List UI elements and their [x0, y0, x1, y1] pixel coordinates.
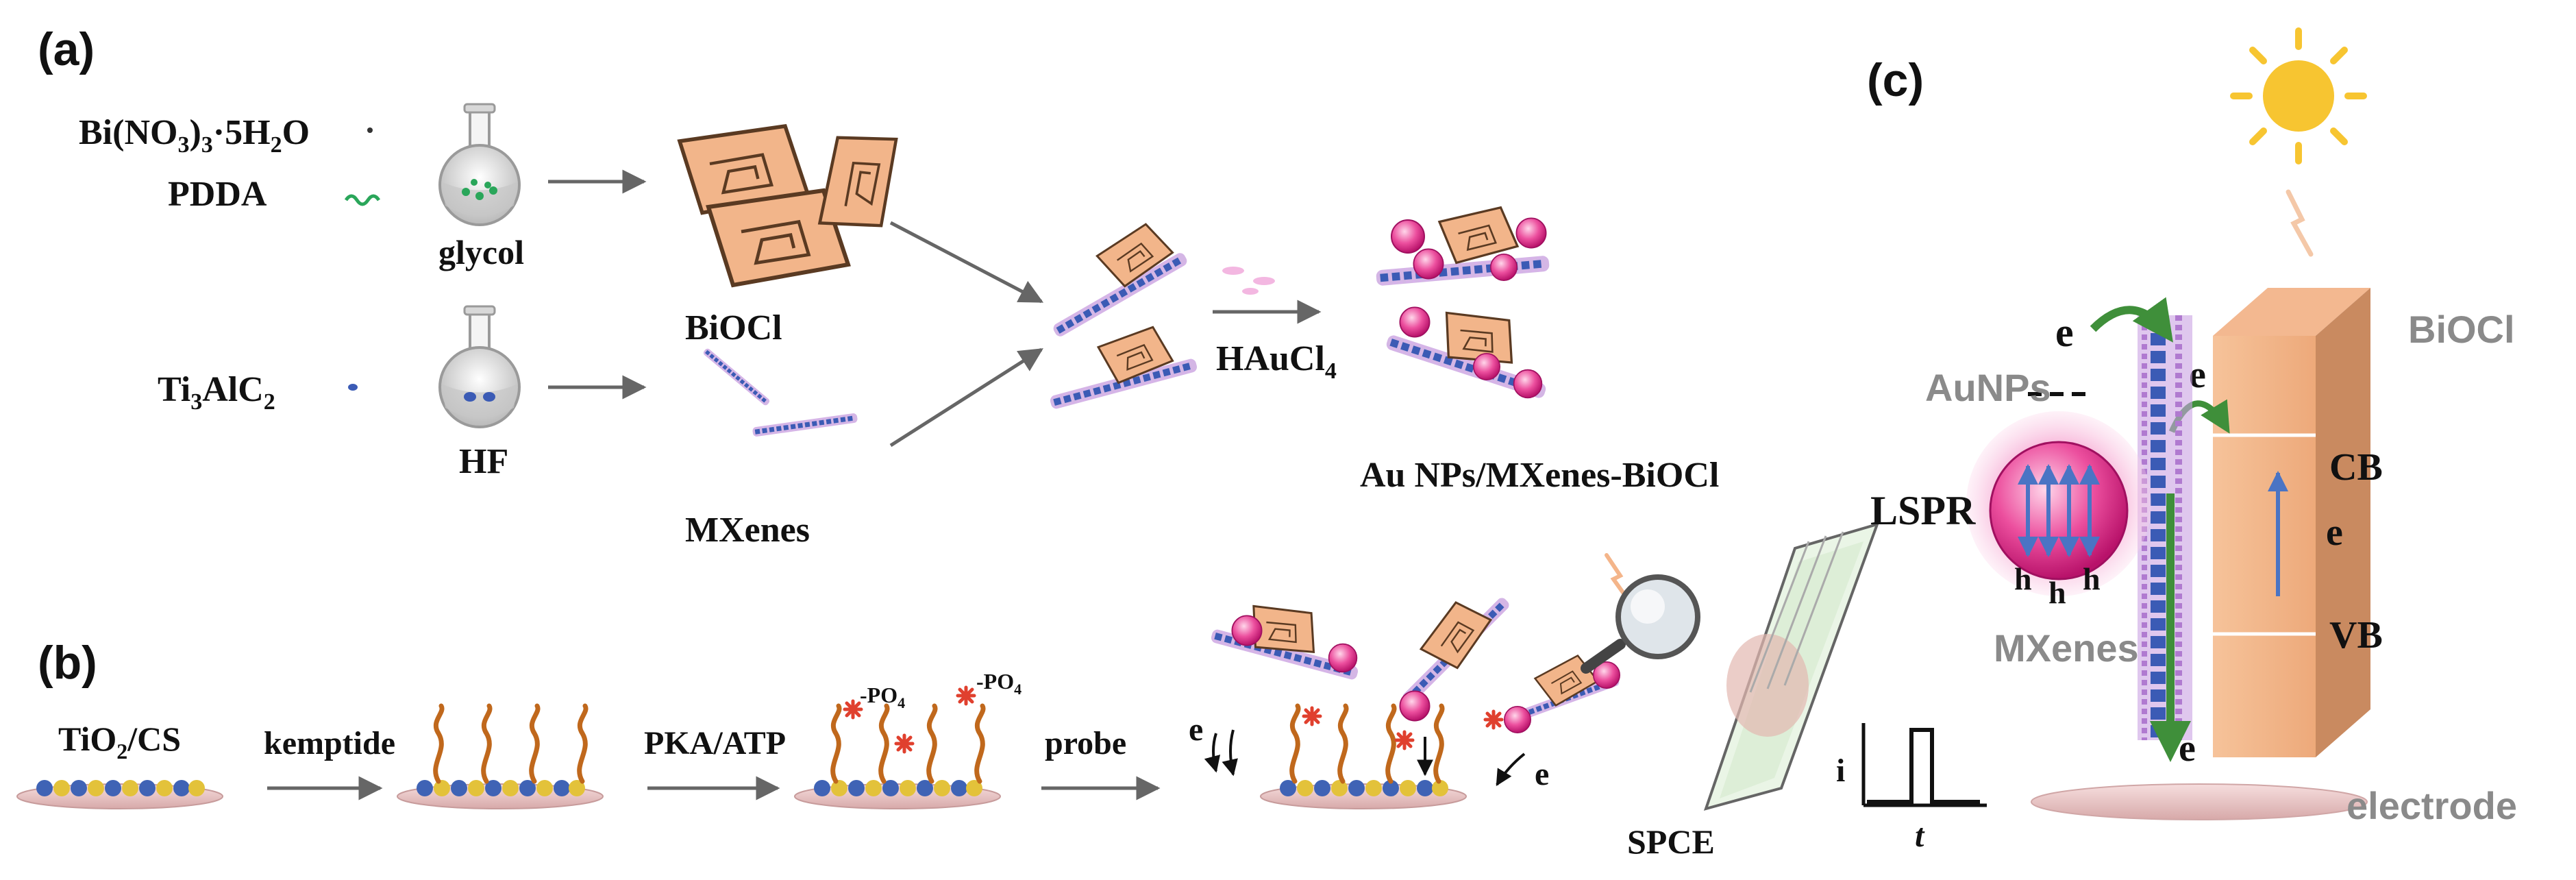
cb-label: CB: [2329, 446, 2383, 489]
spce-electrode-icon: [1703, 522, 1880, 811]
electrode-plate: [2031, 783, 2368, 820]
panel-label-a: (a): [38, 23, 95, 75]
step-kemptide-label: kemptide: [264, 725, 395, 761]
phosphate-label-1: -PO4: [860, 683, 905, 711]
phosphate-label-2: -PO4: [976, 669, 1021, 698]
sun-icon: [2230, 27, 2367, 164]
mxene-biocl-composite-icon: [1049, 218, 1198, 411]
biocl-band-box: [2213, 288, 2370, 757]
hole-label-1: h: [2014, 561, 2032, 596]
arrow-converge-top: [889, 221, 1044, 304]
reagent-pdda-label: PDDA: [168, 175, 267, 214]
electron-label-b2: e: [1535, 756, 1549, 792]
panel-label-c: (c): [1867, 54, 1924, 106]
product-mxenes-label: MXenes: [685, 511, 810, 550]
flask-hf-icon: [438, 305, 521, 428]
current-axis-label: i: [1836, 753, 1845, 789]
time-axis-label: t: [1915, 818, 1925, 854]
solvent-hf-label: HF: [459, 442, 508, 481]
electron-arrow-top: [2090, 297, 2173, 343]
lspr-label: LSPR: [1870, 488, 1976, 533]
panel-b: TiO2/CS kemptide PKA/ATP -PO4: [16, 522, 1987, 861]
spce-label: SPCE: [1627, 822, 1715, 861]
final-product-label: Au NPs/MXenes-BiOCl: [1360, 456, 1719, 495]
arrow-converge-bottom: [889, 347, 1043, 448]
step-probe-label: probe: [1045, 725, 1126, 761]
substrate-label: TiO2/CS: [58, 720, 181, 763]
electron-arrow-b2: [1222, 729, 1238, 777]
light-bolt-b-icon: [1605, 553, 1633, 605]
panel-a: Bi(NO3)3·5H2O PDDA glycol BiOCl Ti3AlC2: [79, 103, 1719, 550]
mxenes-icon: [702, 347, 858, 437]
electron-arrow-b1: [1204, 733, 1221, 773]
flask-glycol-icon: [438, 103, 521, 226]
current-pulse-plot: [1861, 723, 1987, 807]
magnifier-icon: [1581, 574, 1700, 674]
mxenes-label: MXenes: [1994, 626, 2139, 670]
electron-arrow-b4: [1496, 753, 1526, 787]
electron-label-top: e: [2055, 310, 2074, 355]
bi-dot-icon: [367, 127, 373, 133]
panel-label-b: (b): [38, 637, 97, 689]
pdda-squiggle-icon: [344, 194, 381, 206]
electron-label-bottom: e: [2179, 727, 2196, 770]
aunps-label: AuNPs: [1925, 366, 2051, 409]
electron-label-cb: e: [2326, 511, 2343, 554]
probe-plate-4: [1210, 594, 1620, 809]
light-bolt-c-icon: [2286, 189, 2314, 257]
hole-label-2: h: [2048, 575, 2066, 610]
gold-nanoparticle: [1966, 392, 2151, 596]
reagent-haucl4-label: HAuCl4: [1216, 339, 1337, 384]
electrode-label: electrode: [2346, 784, 2517, 827]
final-composite-icon: [1376, 205, 1550, 400]
hole-label-3: h: [2083, 561, 2101, 596]
haucl4-drops-icon: [1222, 267, 1275, 295]
step-pka-atp-label: PKA/ATP: [644, 725, 786, 761]
reagent-bi-label: Bi(NO3)3·5H2O: [79, 113, 310, 158]
reagent-ti-label: Ti3AlC2: [158, 370, 275, 415]
product-biocl-label: BiOCl: [685, 308, 782, 347]
vb-label: VB: [2329, 614, 2383, 657]
biocl-label: BiOCl: [2408, 308, 2515, 351]
electron-label-b1: e: [1189, 711, 1203, 748]
biocl-sheets-icon: [680, 120, 911, 285]
ti-dot-icon: [348, 384, 358, 391]
substrate-plate-1: [16, 779, 223, 809]
peptide-plate-2: [397, 706, 604, 809]
panel-c: BiOCl CB VB e e electrode e e: [1870, 27, 2517, 827]
solvent-glycol-label: glycol: [438, 233, 524, 271]
